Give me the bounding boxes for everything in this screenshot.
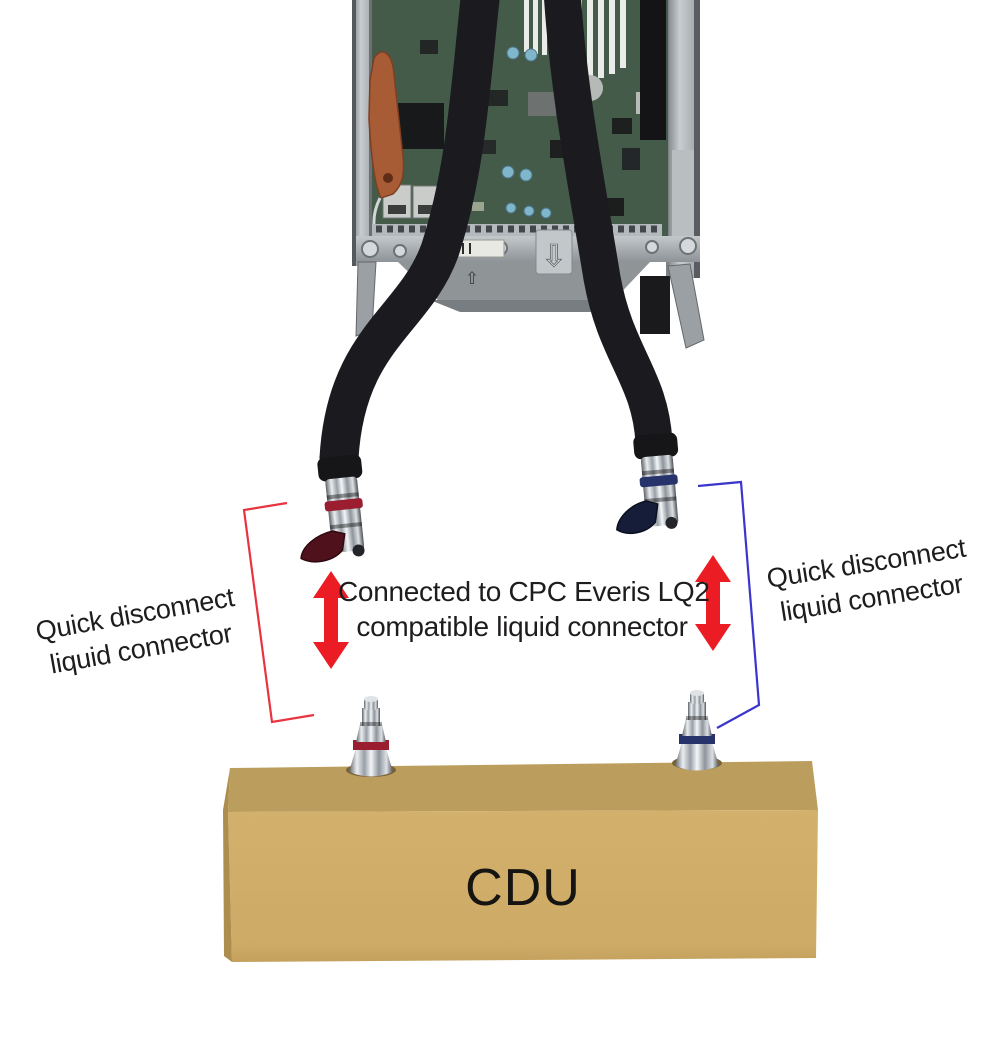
color-band-blue <box>639 474 678 488</box>
right-leg <box>667 263 705 349</box>
cdu-front-face <box>228 810 818 962</box>
latch-lever <box>616 500 659 535</box>
expansion-slot <box>640 0 666 140</box>
port-band-blue <box>679 734 715 744</box>
red-bracket <box>242 501 315 724</box>
up-arrow-icon: ⇧ <box>465 269 479 288</box>
quick-disconnect-right <box>616 432 679 535</box>
hose-collar <box>317 454 363 482</box>
blue-bracket <box>697 480 761 729</box>
cdu-side-face <box>223 768 232 962</box>
coolant-tube-right <box>544 0 673 461</box>
pull-tab: ⇩ <box>535 229 573 275</box>
latch-lever <box>300 530 346 563</box>
center-note-line2: compatible liquid connector <box>356 611 688 642</box>
ejector-lever <box>368 51 405 199</box>
coolant-tube-left <box>319 0 500 478</box>
center-note-line1: Connected to CPC Everis LQ2 <box>338 576 710 607</box>
right-chassis-rail <box>666 0 700 278</box>
port-band-red <box>353 740 389 750</box>
double-arrow-left-icon <box>313 571 349 669</box>
down-arrow-icon: ⇩ <box>541 240 566 273</box>
cdu-port-left <box>349 696 393 777</box>
cdu-port-right <box>675 690 719 771</box>
cdu-top-face <box>228 761 818 812</box>
center-connection-note: Connected to CPC Everis LQ2 compatible l… <box>338 574 710 644</box>
ethernet-ports <box>382 184 442 219</box>
server-blade: ⇩ ⇧ <box>352 0 705 349</box>
double-arrow-right-icon <box>695 555 731 651</box>
quick-disconnect-left <box>300 454 365 563</box>
cdu-title: CDU <box>465 859 581 917</box>
hose-collar <box>633 432 679 460</box>
color-band-red <box>324 498 363 512</box>
motherboard <box>368 0 670 334</box>
capacitors-blue <box>501 46 552 219</box>
